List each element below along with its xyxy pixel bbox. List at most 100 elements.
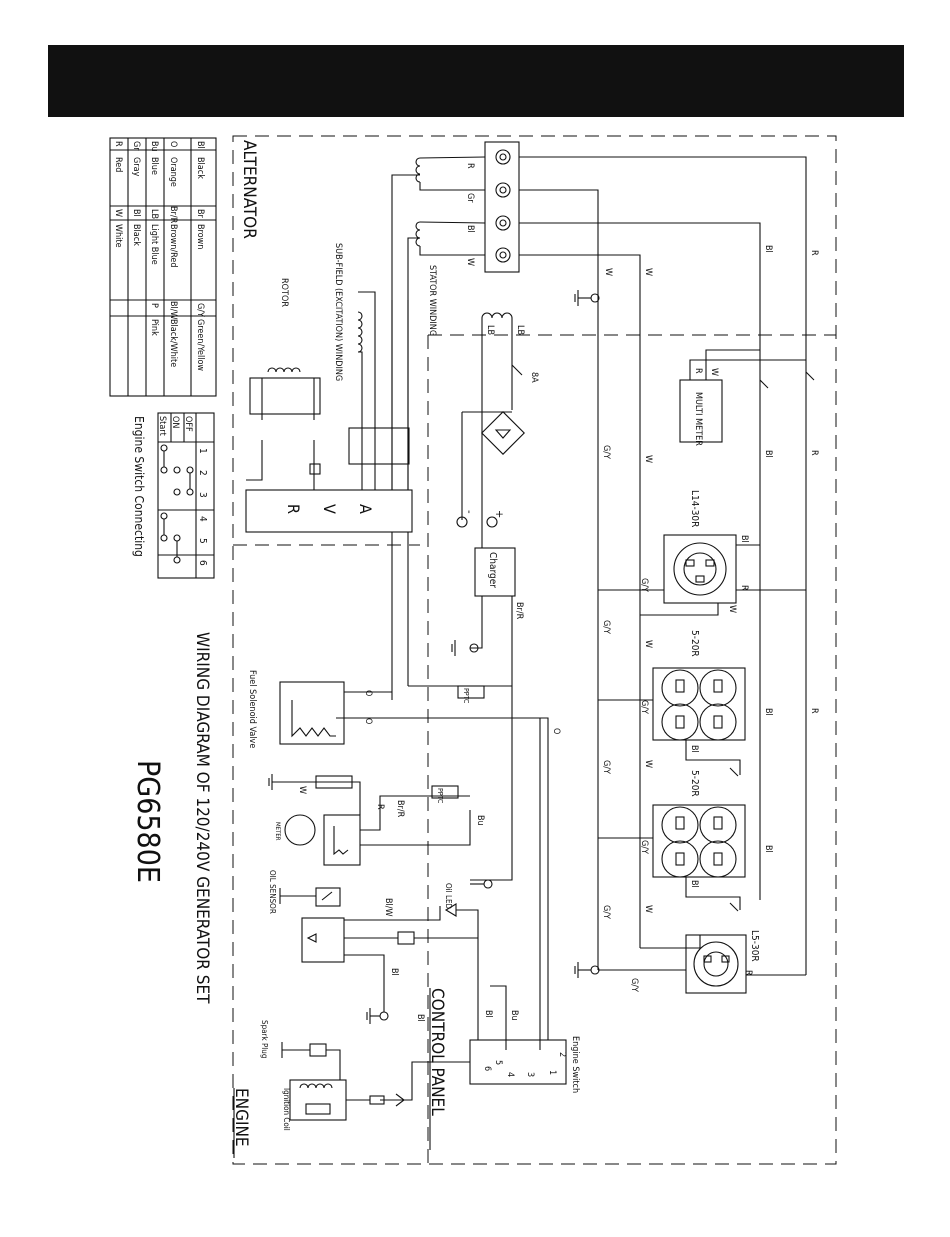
legend-r1c5: Black/White bbox=[168, 319, 178, 367]
wire-label-R-meter2: R bbox=[375, 804, 385, 810]
small-meter bbox=[284, 814, 316, 846]
engine-switch-block bbox=[469, 1039, 567, 1085]
avr-connector-block bbox=[348, 427, 410, 465]
wire-label-O-2: O bbox=[363, 718, 373, 724]
wire-label-LB-left: LB bbox=[485, 325, 495, 335]
wire-label-W-bus: W bbox=[603, 268, 613, 276]
engine-label: ENGINE bbox=[231, 1088, 251, 1147]
multimeter-label: MULTI METER bbox=[693, 392, 703, 446]
rectifier-bridge bbox=[481, 411, 525, 455]
charger-box bbox=[474, 547, 516, 597]
legend-r1c0: O bbox=[168, 141, 178, 147]
alternator-label: ALTERNATOR bbox=[239, 140, 259, 239]
header-bar bbox=[48, 45, 904, 117]
rotor-brush-assembly bbox=[249, 377, 321, 415]
legend-r0c2: Br bbox=[195, 209, 205, 219]
legend-r3c3: Black bbox=[131, 224, 141, 246]
l5-30r-label: L5-30R bbox=[749, 930, 760, 962]
wire-label-GY-dup2: G/Y bbox=[639, 840, 649, 854]
wire-label-R-l14: R bbox=[739, 585, 749, 591]
charging-coil bbox=[481, 312, 513, 319]
fuel-valve-label: Fuel Solenoid Valve bbox=[247, 670, 257, 748]
wire-label-Bl-dup1b: Bl bbox=[689, 745, 699, 753]
oil-sensor-label: OIL SENSOR bbox=[268, 870, 277, 914]
wire-label-R-l5: R bbox=[743, 970, 753, 976]
battery-plus-terminal bbox=[486, 516, 498, 528]
legend-r2c3: Light Blue bbox=[149, 224, 159, 265]
duplex-lower-label: 5-20R bbox=[689, 770, 700, 797]
spark-plug-label: Spark Plug bbox=[260, 1020, 269, 1058]
engine-switch-terminal-4: 4 bbox=[505, 1072, 515, 1077]
wire-label-Bu-meter: Bu bbox=[475, 815, 485, 826]
wire-label-GY-bus4: G/Y bbox=[601, 905, 611, 919]
legend-r4c0: R bbox=[113, 141, 123, 147]
wire-label-BlW: Bl/W bbox=[383, 898, 393, 917]
legend-r2c5: Pink bbox=[149, 319, 159, 336]
wire-label-W-bus3: W bbox=[643, 455, 653, 463]
fuel-solenoid-valve bbox=[279, 681, 345, 745]
wire-label-W-bus6: W bbox=[643, 905, 653, 913]
fuse-label: 8A bbox=[529, 372, 539, 383]
wire-label-W-bus4: W bbox=[643, 640, 653, 648]
engine-switch-table: 1 2 3 4 5 6 OFF ON Start Engine Switch C… bbox=[132, 412, 215, 579]
duplex-5-20r-upper bbox=[652, 667, 746, 741]
wire-label-Bl: Bl bbox=[465, 225, 475, 233]
wire-label-R-top: R bbox=[465, 163, 475, 169]
wire-label-W-fuse: W bbox=[297, 786, 307, 794]
duplex-5-20r-lower bbox=[652, 804, 746, 878]
subfield-label: SUB-FIELD (EXCITATION) WINDING bbox=[333, 243, 343, 381]
legend-r3c0: Gr bbox=[131, 141, 141, 151]
wire-label-Bl-bus3: Bl bbox=[763, 450, 773, 458]
switch-col-1: 1 bbox=[197, 448, 208, 454]
wire-label-GY-dup1: G/Y bbox=[639, 700, 649, 714]
sensor-module bbox=[323, 814, 361, 866]
oil-diode bbox=[306, 933, 317, 943]
duplex-upper-label: 5-20R bbox=[689, 630, 700, 657]
output-terminal-strip bbox=[484, 141, 520, 273]
pptc-upper-label: PPTC bbox=[462, 688, 470, 704]
switch-row-on: ON bbox=[170, 416, 180, 428]
wire-label-GY-l5: G/Y bbox=[629, 978, 639, 992]
wire-label-minus: - bbox=[463, 510, 476, 514]
wire-label-W-l14: W bbox=[727, 605, 737, 613]
wire-label-LB-right: LB bbox=[515, 325, 525, 335]
subfield-coil bbox=[357, 311, 363, 353]
switch-col-6: 6 bbox=[197, 560, 208, 566]
legend-r3c1: Gray bbox=[131, 157, 141, 177]
control-panel-label: CONTROL PANEL bbox=[427, 988, 447, 1116]
pptc-upper bbox=[457, 685, 485, 699]
legend-r1c1: Orange bbox=[168, 157, 178, 187]
wire-label-Bl-dup2: Bl bbox=[763, 845, 773, 853]
wire-label-Bl-dup2b: Bl bbox=[689, 880, 699, 888]
stator-winding-label: STATOR WINDING bbox=[427, 265, 437, 336]
avr-letter-a: A bbox=[356, 504, 375, 514]
switch-row-start: Start bbox=[157, 416, 167, 436]
switch-col-5: 5 bbox=[197, 538, 208, 544]
wire-label-Bl-bus: Bl bbox=[763, 245, 773, 253]
oil-control-module bbox=[301, 917, 345, 963]
rotor-label: ROTOR bbox=[279, 278, 289, 307]
charger-label: Charger bbox=[487, 552, 498, 588]
ignition-coil-label: Ignition Coil bbox=[282, 1088, 291, 1131]
pptc-lower bbox=[431, 785, 459, 799]
legend-r1c3: Brown/Red bbox=[168, 224, 178, 267]
legend-r2c4: P bbox=[149, 303, 159, 308]
wire-label-Bl-l14: Bl bbox=[739, 535, 749, 543]
diagram-title: WIRING DIAGRAM OF 120/240V GENERATOR SET bbox=[192, 632, 212, 1004]
legend-r1c2: Br/R bbox=[168, 206, 178, 224]
wire-label-plus: + bbox=[493, 510, 506, 518]
wire-label-Gr: Gr bbox=[465, 193, 475, 203]
wire-label-R-meter: R bbox=[693, 368, 703, 374]
spark-plug bbox=[309, 1043, 327, 1057]
wire-label-R-bus4: R bbox=[809, 708, 819, 714]
wire-label-Bl-cp: Bl bbox=[415, 1014, 425, 1022]
small-meter-label: METER bbox=[274, 822, 281, 841]
switch-col-4: 4 bbox=[197, 516, 208, 522]
wire-label-W-bus2: W bbox=[643, 268, 653, 276]
engine-switch-terminal-5: 5 bbox=[493, 1060, 503, 1065]
wire-label-GY-l14: G/Y bbox=[639, 578, 649, 592]
wire-label-Bl-sw: Bl bbox=[483, 1010, 493, 1018]
ignition-coil bbox=[289, 1079, 347, 1121]
wire-label-Bl-oil: Bl bbox=[389, 968, 399, 976]
